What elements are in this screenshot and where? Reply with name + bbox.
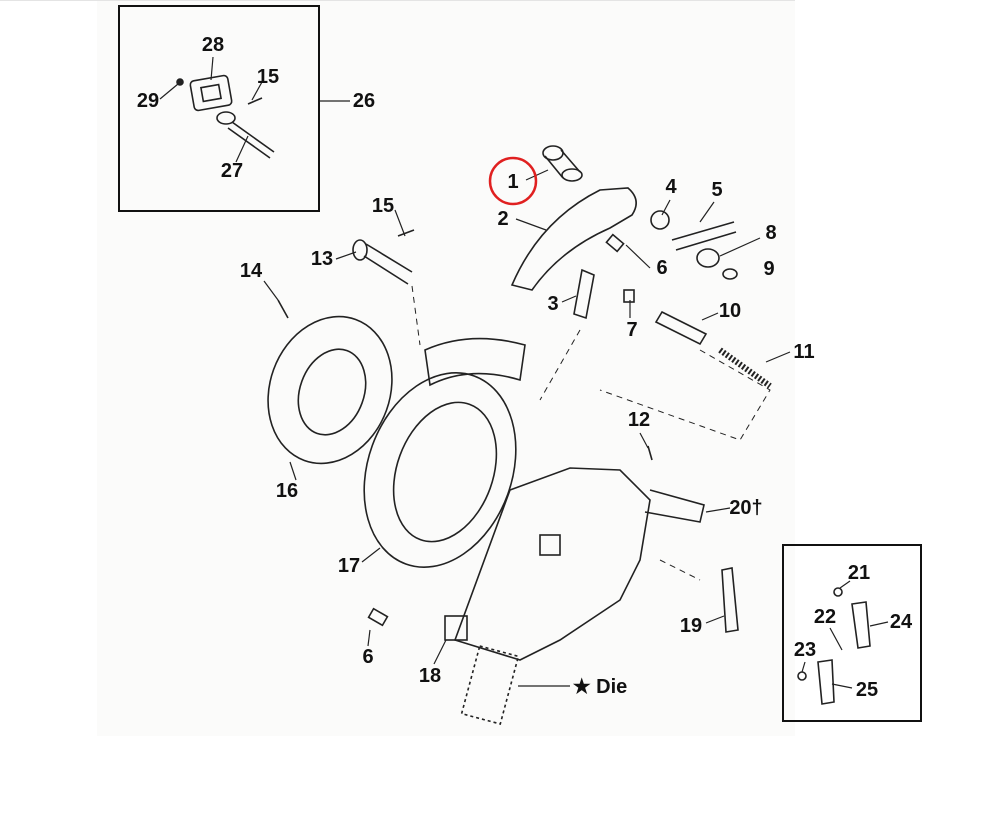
- label-part-23[interactable]: 23: [793, 639, 817, 661]
- label-die[interactable]: ★ Die: [572, 676, 628, 698]
- part-16-plate: [267, 315, 393, 465]
- label-part-8[interactable]: 8: [765, 222, 777, 244]
- dashed-guide-lines: [411, 285, 771, 581]
- part-9-ring: [722, 268, 738, 280]
- label-part-11[interactable]: 11: [793, 341, 815, 363]
- label-part-15[interactable]: 15: [371, 195, 395, 217]
- part-24-latch: [851, 601, 871, 649]
- label-part-21[interactable]: 21: [847, 562, 871, 584]
- inset-frame-top-left: [118, 5, 320, 212]
- part-5-bolt: [671, 221, 737, 251]
- diagram-background: [97, 0, 795, 736]
- part-21-nut: [833, 587, 843, 597]
- label-part-20[interactable]: 20†: [729, 497, 763, 519]
- label-part-24[interactable]: 24: [889, 611, 913, 633]
- highlight-circle: [488, 156, 538, 206]
- part-18-block: [444, 615, 468, 641]
- part-29-screw: [176, 78, 184, 86]
- label-part-18[interactable]: 18: [418, 665, 442, 687]
- part-14-screw: [277, 299, 289, 319]
- label-part-19[interactable]: 19: [679, 615, 703, 637]
- label-part-7[interactable]: 7: [626, 319, 638, 341]
- part-23-screw: [797, 671, 807, 681]
- part-10-pin: [654, 310, 708, 346]
- part-2-arm: [510, 187, 637, 291]
- part-3-link: [573, 268, 595, 320]
- label-part-6-lower[interactable]: 6: [362, 646, 374, 668]
- label-part-12[interactable]: 12: [627, 409, 651, 431]
- label-part-2[interactable]: 2: [497, 208, 509, 230]
- label-part-17[interactable]: 17: [337, 555, 361, 577]
- part-19-latch: [721, 567, 739, 633]
- part-6-spring-pin: [605, 233, 625, 253]
- part-8-nut: [696, 248, 720, 268]
- divider: [0, 0, 795, 1]
- label-part-26: 26: [352, 90, 376, 112]
- part-20-body-shaft: [453, 467, 705, 661]
- part-6-pin-lower: [367, 607, 389, 627]
- part-1-bushing: [542, 145, 583, 182]
- part-25-latch: [817, 659, 835, 705]
- part-15-pin-main: [397, 229, 415, 237]
- label-part-10[interactable]: 10: [718, 300, 742, 322]
- label-part-16[interactable]: 16: [275, 480, 299, 502]
- part-28-block: [189, 74, 233, 112]
- part-4-washer: [650, 210, 670, 230]
- label-part-22[interactable]: 22: [813, 606, 837, 628]
- die-outline: [460, 645, 520, 725]
- part-15-pin: [247, 97, 263, 105]
- part-12-screw: [647, 445, 653, 461]
- label-part-9[interactable]: 9: [763, 258, 775, 280]
- label-part-29: 29: [136, 90, 160, 112]
- label-part-5[interactable]: 5: [711, 179, 723, 201]
- part-17-ring-housing: [363, 337, 526, 568]
- label-part-14[interactable]: 14: [239, 260, 263, 282]
- label-part-28: 28: [201, 34, 225, 56]
- part-13-bolt: [352, 239, 413, 285]
- label-part-3[interactable]: 3: [547, 293, 559, 315]
- label-part-4[interactable]: 4: [665, 176, 677, 198]
- label-part-13[interactable]: 13: [310, 248, 334, 270]
- label-part-25[interactable]: 25: [855, 679, 879, 701]
- part-11-spring: [718, 347, 772, 389]
- leader-lines: [159, 56, 889, 689]
- label-part-27: 27: [220, 160, 244, 182]
- label-part-15-inset: 15: [256, 66, 280, 88]
- label-part-6[interactable]: 6: [656, 257, 668, 279]
- part-27-bolt: [216, 111, 275, 159]
- part-7-pin: [623, 289, 635, 303]
- label-part-1[interactable]: 1: [507, 171, 519, 193]
- inset-frame-bottom-right: [782, 544, 922, 722]
